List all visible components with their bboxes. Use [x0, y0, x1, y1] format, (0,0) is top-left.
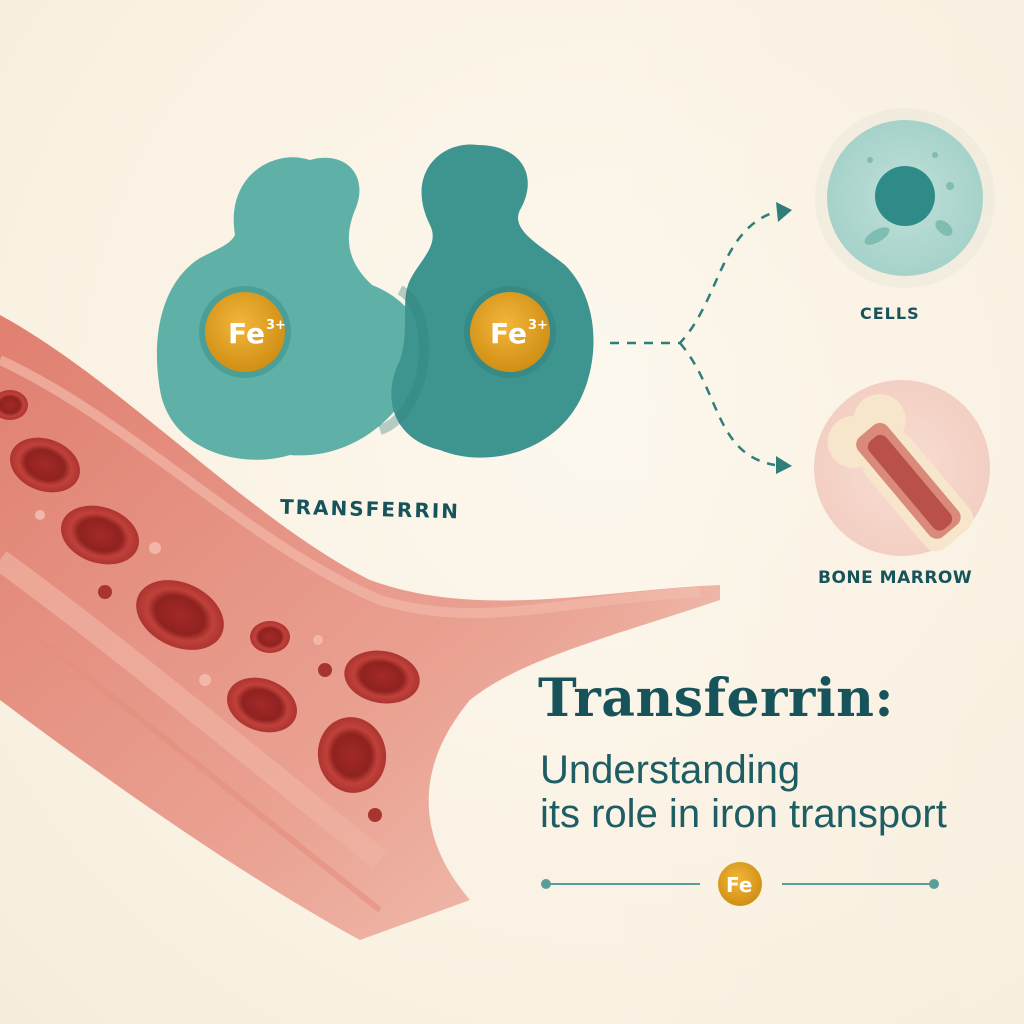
- iron-ion-right: Fe 3+: [464, 286, 556, 378]
- red-blood-cells: [0, 390, 420, 822]
- bone-icon: [814, 380, 990, 556]
- red-blood-cell: [136, 580, 224, 650]
- title-divider: Fe: [541, 862, 939, 906]
- red-blood-cell: [250, 621, 290, 653]
- iron-symbol: Fe: [490, 317, 527, 350]
- subtitle-line: Understanding: [540, 748, 801, 792]
- page-subtitle: Understanding its role in iron transport: [540, 748, 1010, 836]
- subtitle-line: its role in iron transport: [540, 792, 947, 836]
- red-blood-cell: [227, 677, 297, 733]
- iron-charge: 3+: [266, 318, 286, 333]
- page-title: Transferrin:: [538, 668, 895, 729]
- blood-particle: [35, 510, 45, 520]
- red-blood-cell: [0, 390, 28, 420]
- iron-ion-left: Fe 3+: [199, 286, 291, 378]
- red-blood-cell: [10, 437, 80, 493]
- cell-icon: [815, 108, 995, 288]
- bone-marrow-label: BONE MARROW: [818, 568, 973, 588]
- transferrin-protein: Fe 3+ Fe 3+: [156, 144, 594, 460]
- red-blood-cell: [344, 650, 420, 704]
- arrow-head-cells: [776, 202, 792, 222]
- blood-particle: [313, 635, 323, 645]
- iron-symbol: Fe: [228, 317, 265, 350]
- blood-particle: [318, 663, 332, 677]
- red-blood-cell: [60, 505, 140, 565]
- blood-particle: [368, 808, 382, 822]
- fe-badge: Fe: [726, 873, 752, 897]
- arrow-head-marrow: [776, 456, 792, 474]
- blood-particle: [98, 585, 112, 599]
- transferrin-lobe-left: [156, 157, 423, 460]
- cells-label: CELLS: [860, 304, 920, 323]
- red-blood-cell: [317, 717, 387, 793]
- blood-particle: [149, 542, 161, 554]
- transferrin-shadow: [378, 285, 429, 435]
- blood-particle: [199, 674, 211, 686]
- transport-arrows: [610, 210, 776, 467]
- iron-charge: 3+: [528, 318, 548, 333]
- arrow-shaft-to-marrow: [679, 342, 776, 467]
- protein-label: TRANSFERRIN: [279, 494, 461, 524]
